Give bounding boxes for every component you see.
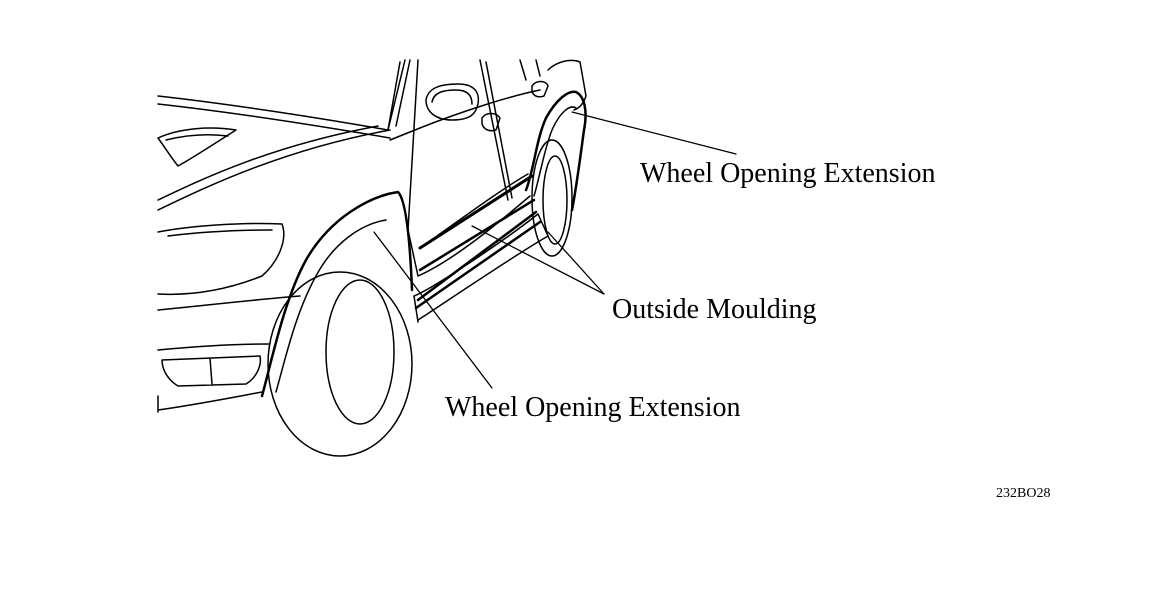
front-tire	[267, 271, 413, 457]
hood-scoop	[157, 127, 237, 167]
leader-front-extension	[373, 231, 493, 389]
front-wheel-opening-inner	[275, 219, 387, 393]
leader-moulding-1	[471, 225, 605, 295]
fog-lamp	[161, 355, 262, 387]
running-board	[413, 213, 549, 323]
front-wheel-opening-extension	[260, 190, 414, 398]
label-outside-moulding: Outside Moulding	[612, 294, 817, 325]
rear-wheel-opening-inner	[533, 106, 577, 197]
leader-moulding-2	[547, 231, 605, 295]
rear-rim	[542, 155, 568, 245]
outside-moulding-upper	[418, 174, 534, 250]
door-handle-rear	[531, 80, 549, 98]
hood	[157, 59, 406, 211]
label-wheel-opening-extension-rear: Wheel Opening Extension	[640, 158, 936, 189]
rear-wheel-opening-extension	[524, 90, 587, 212]
leader-rear-extension	[571, 111, 737, 155]
headlight	[157, 222, 285, 296]
side-mirror	[425, 83, 480, 121]
front-rim	[325, 279, 395, 425]
rear-tire	[531, 139, 573, 257]
windshield-pillar	[387, 59, 421, 141]
label-wheel-opening-extension-front: Wheel Opening Extension	[445, 392, 741, 423]
front-bumper	[157, 295, 301, 413]
outside-moulding-lower	[414, 198, 542, 310]
rear-window	[519, 59, 587, 111]
door-handle-front	[481, 112, 501, 132]
figure-code: 232BO28	[996, 486, 1051, 501]
